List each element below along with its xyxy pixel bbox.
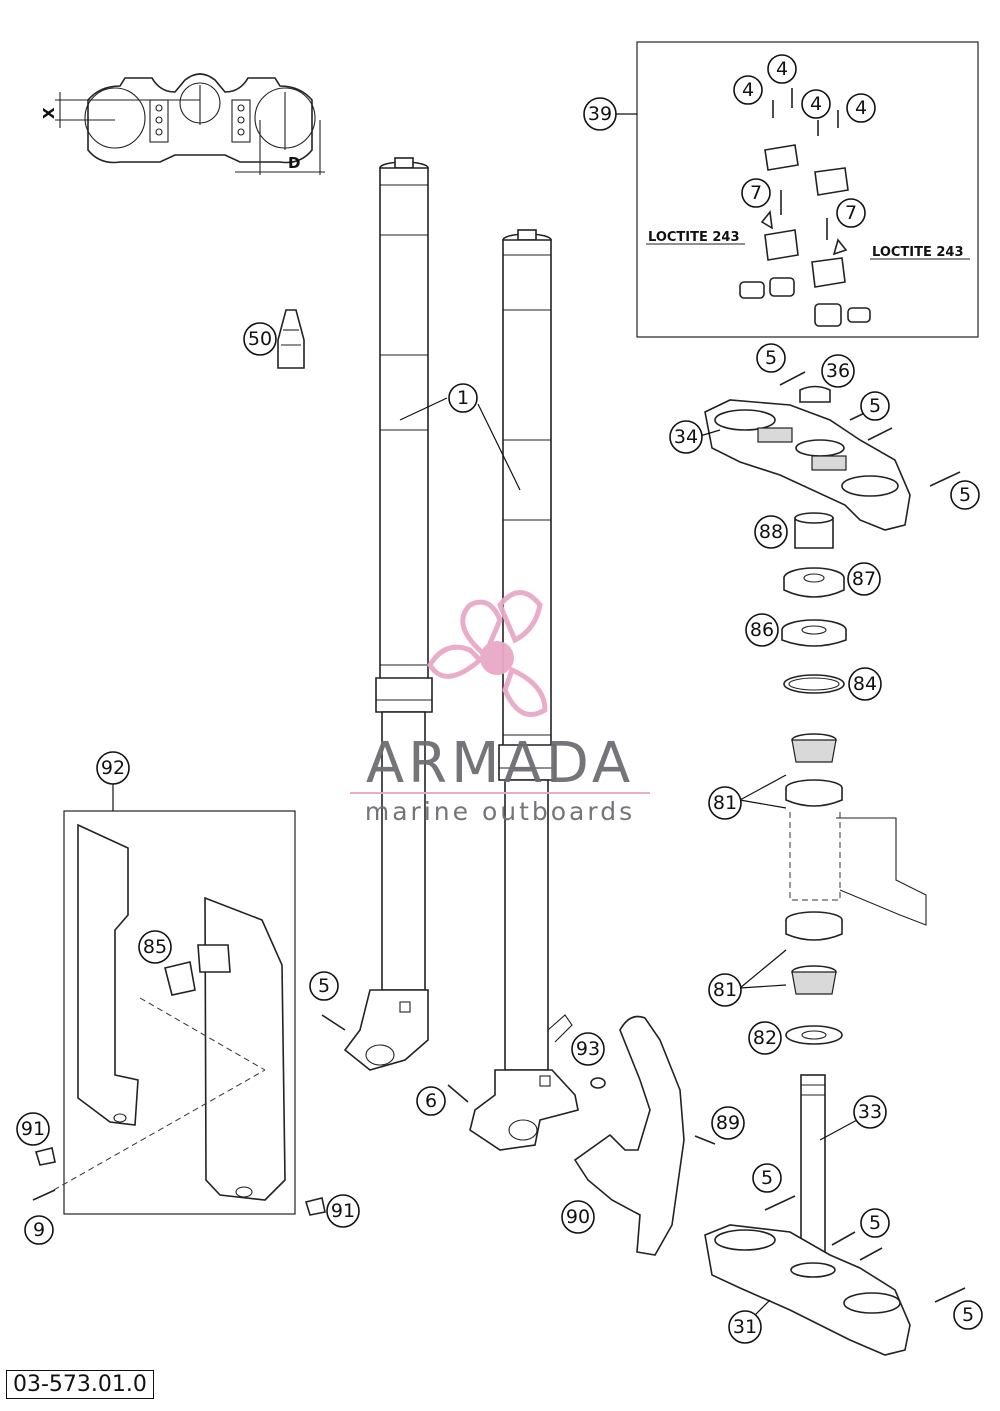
callout-1: 1: [448, 383, 478, 413]
propeller-logo: [427, 590, 548, 717]
callout-91b: 91: [326, 1194, 360, 1228]
brake-guide: [321, 1014, 716, 1256]
svg-text:90: 90: [566, 1206, 590, 1228]
dimension-sketch: X D: [40, 73, 325, 175]
svg-text:4: 4: [776, 58, 788, 80]
fork-guards: [32, 823, 326, 1216]
callout-34: 34: [669, 420, 703, 454]
callout-36: 36: [821, 354, 855, 388]
callout-5d: 5: [309, 971, 339, 1001]
callout-82: 82: [748, 1021, 782, 1055]
callout-50: 50: [243, 322, 277, 356]
svg-text:5: 5: [959, 484, 971, 506]
fork-guard-box: [63, 810, 296, 1215]
svg-text:5: 5: [869, 395, 881, 417]
callout-7b: 7: [836, 198, 866, 228]
svg-text:31: 31: [733, 1316, 757, 1338]
callout-33: 33: [853, 1095, 887, 1129]
dimension-x-label: X: [40, 107, 58, 119]
svg-text:36: 36: [826, 360, 850, 382]
svg-text:5: 5: [869, 1212, 881, 1234]
svg-text:39: 39: [588, 103, 612, 125]
callout-4c: 4: [801, 89, 831, 119]
callout-89: 89: [711, 1106, 745, 1140]
svg-text:34: 34: [674, 426, 698, 448]
callout-5a: 5: [756, 343, 786, 373]
callout-92: 92: [96, 751, 130, 785]
callout-7a: 7: [741, 178, 771, 208]
clamp-kit-box: [636, 41, 979, 338]
fork-leg-right: [469, 229, 579, 1151]
callout-4b: 4: [733, 75, 763, 105]
svg-text:33: 33: [858, 1101, 882, 1123]
svg-text:93: 93: [576, 1038, 600, 1060]
callout-5e: 5: [752, 1163, 782, 1193]
callout-39: 39: [583, 97, 617, 131]
watermark: ARMADA marine outboards: [350, 590, 650, 826]
callout-5f: 5: [860, 1208, 890, 1238]
svg-text:7: 7: [750, 182, 762, 204]
svg-text:4: 4: [855, 97, 867, 119]
bolts-upper: [779, 371, 961, 487]
callout-4a: 4: [767, 54, 797, 84]
svg-text:7: 7: [845, 202, 857, 224]
callout-90: 90: [561, 1200, 595, 1234]
callout-85: 85: [138, 930, 172, 964]
drawing-reference-number: 03-573.01.0: [6, 1370, 154, 1399]
watermark-subtitle: marine outboards: [365, 797, 635, 826]
svg-text:5: 5: [761, 1167, 773, 1189]
callout-5g: 5: [953, 1300, 983, 1330]
callout-5b: 5: [860, 391, 890, 421]
svg-text:91: 91: [331, 1200, 355, 1222]
svg-text:82: 82: [753, 1027, 777, 1049]
svg-text:9: 9: [33, 1219, 45, 1241]
svg-text:84: 84: [853, 673, 877, 695]
callout-91a: 91: [16, 1112, 50, 1146]
svg-text:1: 1: [457, 387, 469, 409]
callout-31: 31: [728, 1310, 762, 1344]
callout-5c: 5: [950, 480, 980, 510]
callout-86: 86: [745, 613, 779, 647]
svg-text:89: 89: [716, 1112, 740, 1134]
callout-81b: 81: [708, 973, 742, 1007]
svg-text:81: 81: [713, 979, 737, 1001]
steering-bearing-stack: [781, 512, 927, 1045]
lower-triple-clamp: [704, 1074, 966, 1356]
svg-text:5: 5: [962, 1304, 974, 1326]
svg-text:4: 4: [810, 93, 822, 115]
svg-text:5: 5: [765, 347, 777, 369]
svg-text:4: 4: [742, 79, 754, 101]
svg-text:5: 5: [318, 975, 330, 997]
callout-4d: 4: [846, 93, 876, 123]
svg-text:81: 81: [713, 792, 737, 814]
callout-9: 9: [24, 1215, 54, 1245]
callout-88: 88: [754, 515, 788, 549]
svg-text:86: 86: [750, 619, 774, 641]
callout-87: 87: [847, 562, 881, 596]
svg-text:91: 91: [21, 1118, 45, 1140]
svg-text:88: 88: [759, 521, 783, 543]
svg-text:50: 50: [248, 328, 272, 350]
watermark-title: ARMADA: [366, 731, 634, 796]
clamp-kit-parts: [739, 88, 871, 327]
svg-text:92: 92: [101, 757, 125, 779]
grease-bottle: [277, 309, 305, 369]
loctite-label-right: LOCTITE 243: [872, 245, 964, 260]
fork-leg-left: [343, 157, 433, 1071]
callout-93: 93: [571, 1032, 605, 1066]
callout-81a: 81: [708, 786, 742, 820]
svg-text:87: 87: [852, 568, 876, 590]
upper-triple-clamp: [704, 385, 911, 531]
callout-84: 84: [848, 667, 882, 701]
loctite-label-left: LOCTITE 243: [648, 230, 740, 245]
callouts: 1 4 4 4 4 5 5 5 5 5 5 5 5 6 7 7 9 31 33 …: [16, 54, 983, 1344]
callout-6: 6: [416, 1086, 446, 1116]
svg-text:85: 85: [143, 936, 167, 958]
svg-text:6: 6: [425, 1090, 437, 1112]
dimension-d-label: D: [288, 154, 300, 172]
